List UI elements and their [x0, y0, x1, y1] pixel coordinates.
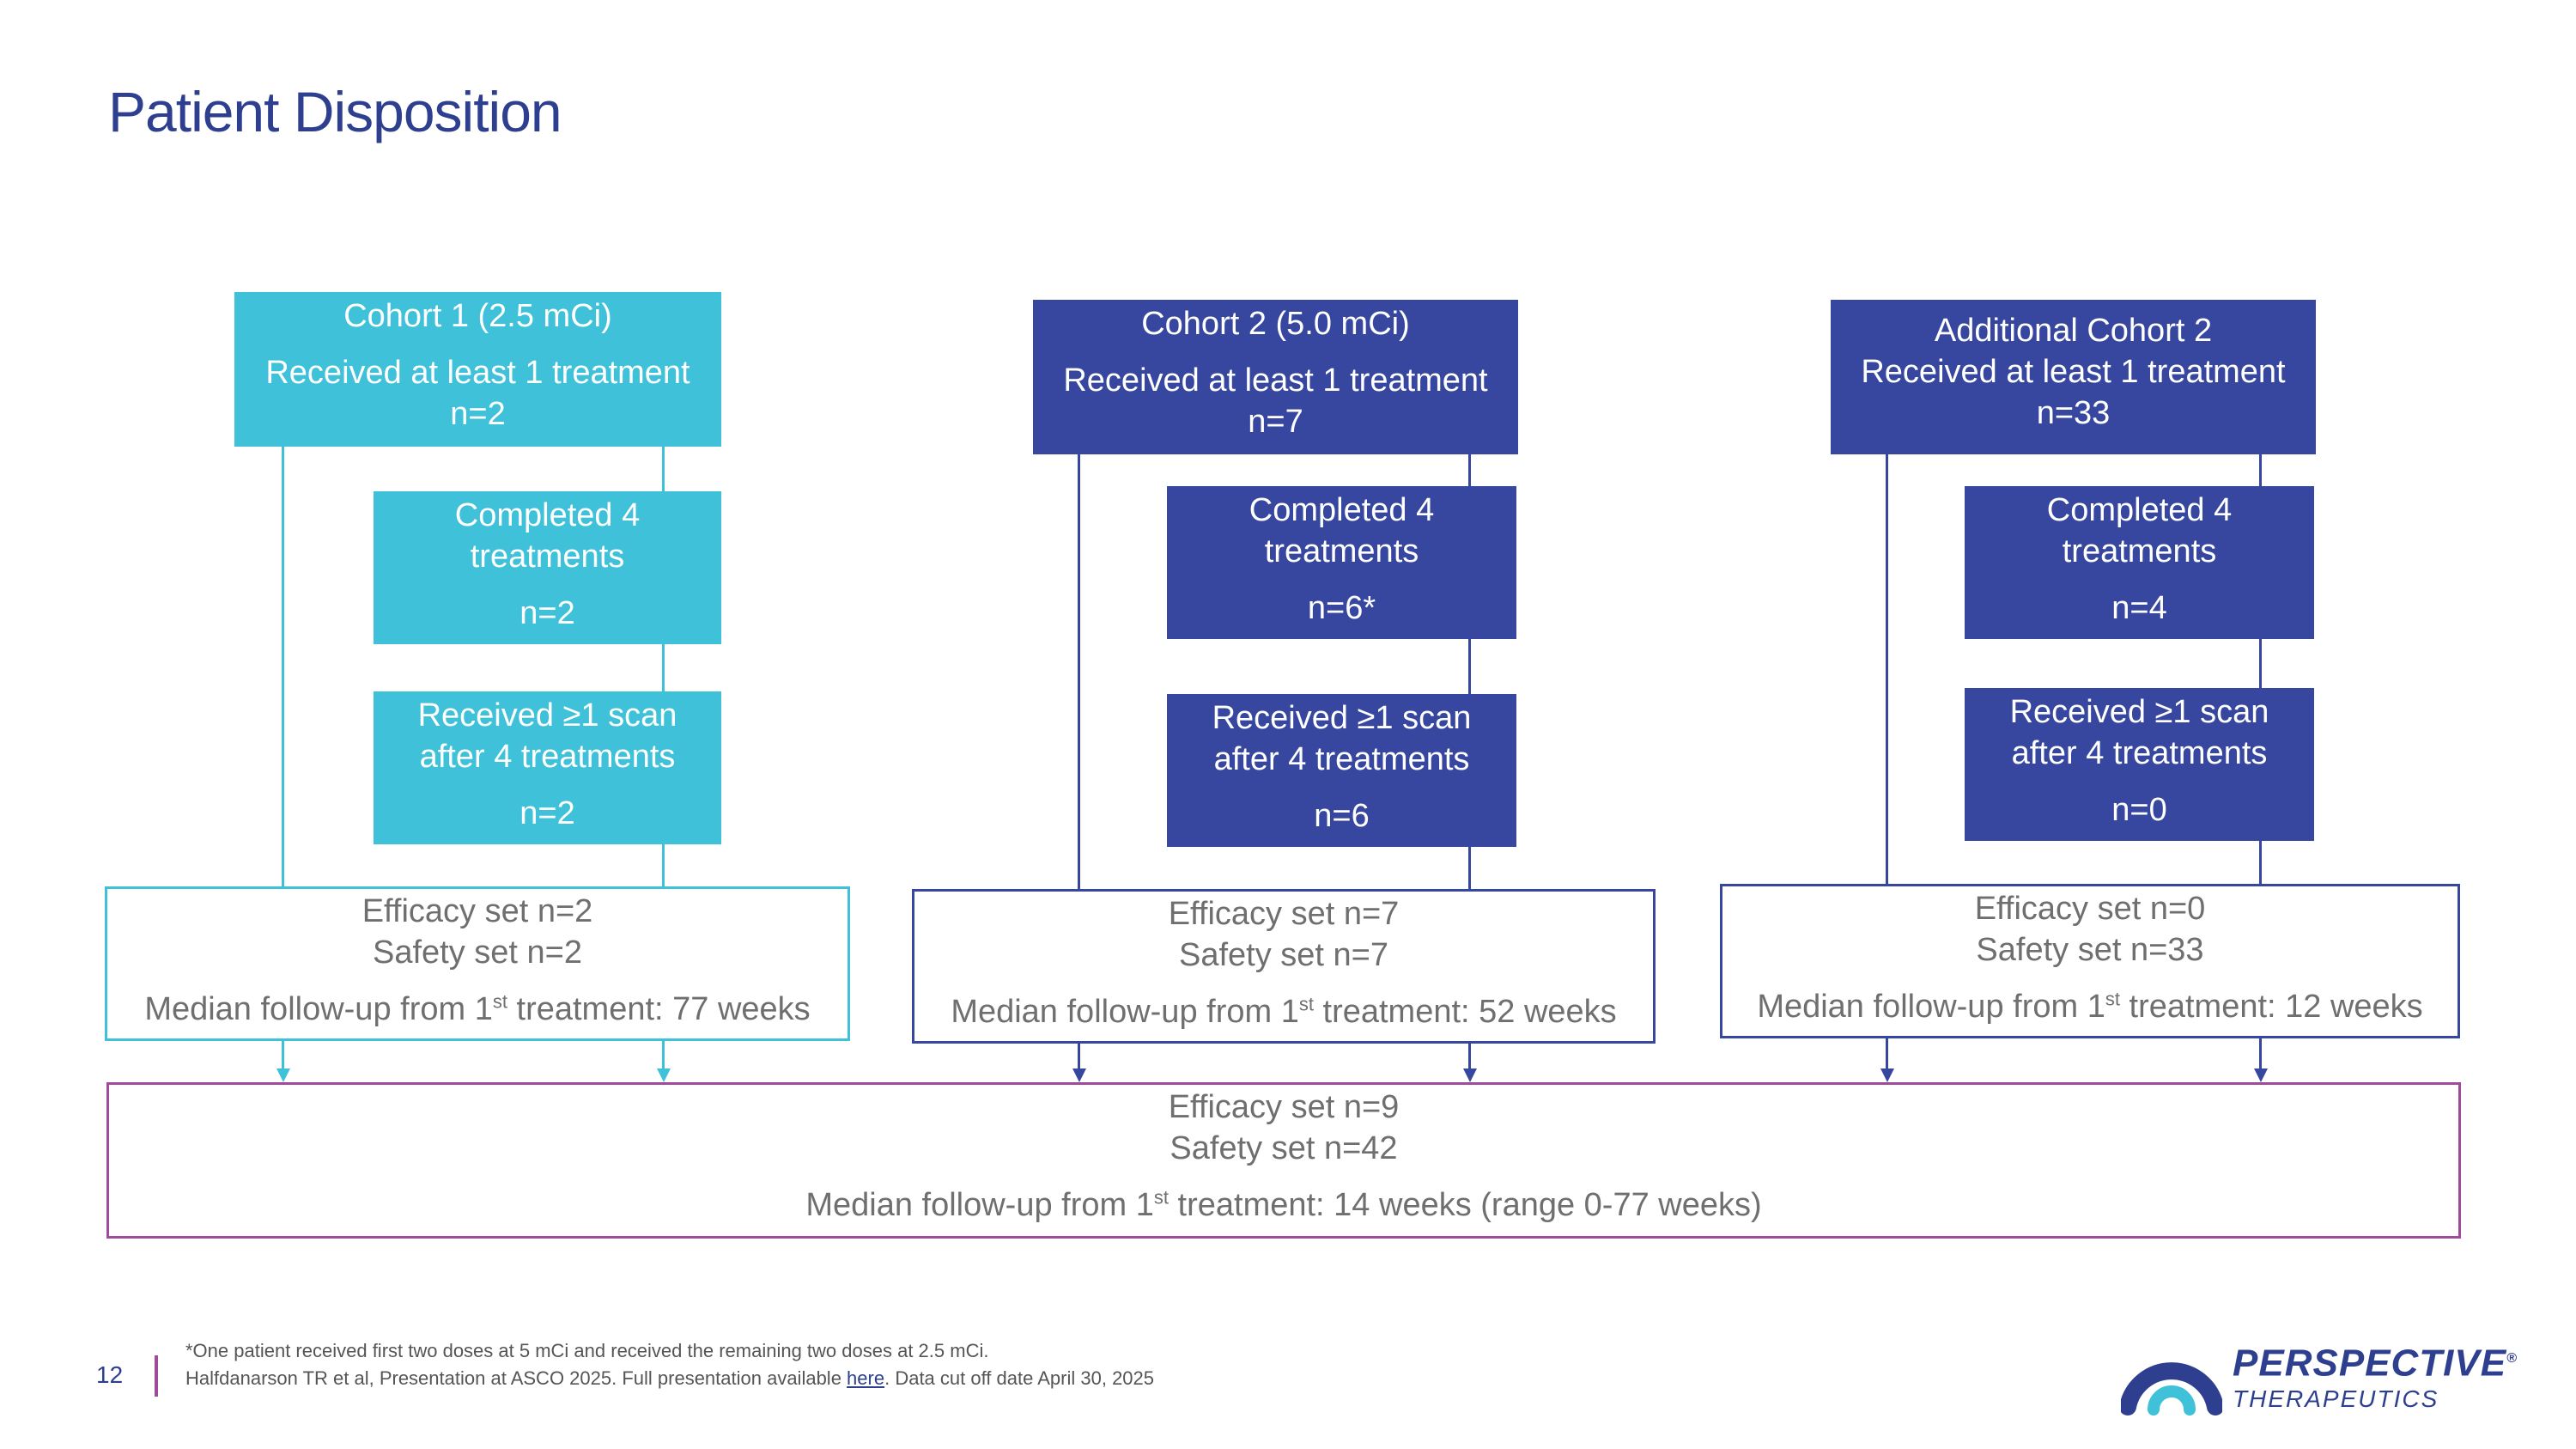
additional-cohort2-completed-n: n=4: [2111, 590, 2167, 626]
additional-cohort2-scan-label-2: after 4 treatments: [2011, 735, 2268, 771]
additional-cohort2-left-connector: [1886, 454, 1888, 884]
cohort2-received-label: Received at least 1 treatment: [1063, 362, 1488, 399]
additional-cohort2-right-down-line: [2259, 1038, 2262, 1074]
cohort2-completed-box: Completed 4 treatments n=6*: [1167, 486, 1516, 639]
page-number: 12: [96, 1361, 124, 1388]
additional-cohort2-right-connector-3: [2259, 841, 2262, 884]
footnote-text: *One patient received first two doses at…: [185, 1340, 989, 1361]
additional-cohort2-right-connector-2: [2259, 639, 2262, 688]
cohort1-completed-label-2: treatments: [470, 539, 625, 575]
cohort2-median-followup: Median follow-up from 1st treatment: 52 …: [951, 993, 1617, 1030]
cohort2-completed-n: n=6*: [1307, 590, 1376, 626]
cohort1-summary-box: Efficacy set n=2 Safety set n=2 Median f…: [105, 886, 850, 1041]
additional-cohort2-header-box: Additional Cohort 2 Received at least 1 …: [1831, 300, 2316, 454]
additional-cohort2-left-arrow-icon: [1880, 1068, 1894, 1082]
additional-cohort2-received-label: Received at least 1 treatment: [1861, 354, 2286, 390]
additional-cohort2-completed-box: Completed 4 treatments n=4: [1965, 486, 2314, 639]
additional-cohort2-scan-label-1: Received ≥1 scan: [2009, 694, 2269, 730]
cohort2-left-connector: [1078, 454, 1080, 889]
footnote-block: *One patient received first two doses at…: [185, 1337, 1154, 1392]
cohort1-safety-set: Safety set n=2: [373, 935, 582, 971]
cohort2-summary-box: Efficacy set n=7 Safety set n=7 Median f…: [912, 889, 1656, 1044]
citation-text: Halfdanarson TR et al, Presentation at A…: [185, 1367, 1155, 1389]
additional-cohort2-scan-n: n=0: [2111, 792, 2167, 828]
total-safety-set: Safety set n=42: [1170, 1130, 1398, 1166]
cohort2-scan-label-2: after 4 treatments: [1213, 741, 1470, 777]
cohort2-left-arrow-icon: [1072, 1068, 1086, 1082]
presentation-link[interactable]: here: [847, 1367, 885, 1389]
cohort1-completed-box: Completed 4 treatments n=2: [374, 491, 721, 644]
cohort1-header-box: Cohort 1 (2.5 mCi) Received at least 1 t…: [234, 292, 721, 447]
cohort2-completed-label-1: Completed 4: [1249, 492, 1435, 528]
cohort2-name: Cohort 2 (5.0 mCi): [1141, 306, 1410, 342]
cohort2-efficacy-set: Efficacy set n=7: [1168, 896, 1400, 932]
logo-name: PERSPECTIVE®: [2233, 1342, 2518, 1385]
cohort2-right-down-line: [1468, 1044, 1471, 1074]
additional-cohort2-right-connector-1: [2259, 454, 2262, 486]
cohort2-scan-label-1: Received ≥1 scan: [1212, 700, 1472, 736]
additional-cohort2-summary-box: Efficacy set n=0 Safety set n=33 Median …: [1720, 884, 2460, 1038]
page-title: Patient Disposition: [108, 80, 562, 143]
cohort1-left-arrow-icon: [276, 1068, 290, 1082]
cohort2-header-box: Cohort 2 (5.0 mCi) Received at least 1 t…: [1033, 300, 1518, 454]
cohort1-received-n: n=2: [450, 396, 506, 432]
cohort1-scan-label-1: Received ≥1 scan: [417, 697, 677, 734]
additional-cohort2-scan-box: Received ≥1 scan after 4 treatments n=0: [1965, 688, 2314, 841]
cohort1-right-down-line: [662, 1041, 665, 1074]
additional-cohort2-left-down-line: [1886, 1038, 1888, 1074]
cohort1-median-followup: Median follow-up from 1st treatment: 77 …: [144, 990, 811, 1027]
additional-cohort2-efficacy-set: Efficacy set n=0: [1974, 891, 2206, 927]
cohort1-right-connector-2: [662, 644, 665, 691]
cohort1-right-connector-1: [662, 447, 665, 491]
total-median-followup: Median follow-up from 1st treatment: 14 …: [805, 1186, 1762, 1223]
cohort2-right-arrow-icon: [1463, 1068, 1477, 1082]
cohort2-left-down-line: [1078, 1044, 1080, 1074]
cohort2-completed-label-2: treatments: [1264, 533, 1419, 569]
cohort1-completed-label-1: Completed 4: [454, 497, 641, 533]
cohort2-right-connector-2: [1468, 639, 1471, 694]
logo-subtitle: THERAPEUTICS: [2233, 1385, 2439, 1412]
additional-cohort2-safety-set: Safety set n=33: [1976, 932, 2204, 968]
cohort1-right-arrow-icon: [657, 1068, 671, 1082]
cohort1-received-label: Received at least 1 treatment: [265, 355, 690, 391]
additional-cohort2-completed-label-2: treatments: [2062, 533, 2217, 569]
cohort2-scan-n: n=6: [1314, 798, 1370, 834]
additional-cohort2-received-n: n=33: [2036, 395, 2111, 431]
logo-mark-icon: [2119, 1325, 2224, 1420]
additional-cohort2-name: Additional Cohort 2: [1934, 313, 2213, 349]
cohort1-efficacy-set: Efficacy set n=2: [361, 893, 593, 929]
cohort1-scan-n: n=2: [519, 795, 575, 831]
additional-cohort2-median-followup: Median follow-up from 1st treatment: 12 …: [1757, 988, 2423, 1025]
cohort1-completed-n: n=2: [519, 595, 575, 631]
cohort2-safety-set: Safety set n=7: [1179, 937, 1388, 973]
cohort2-scan-box: Received ≥1 scan after 4 treatments n=6: [1167, 694, 1516, 847]
cohort1-scan-label-2: after 4 treatments: [419, 739, 676, 775]
total-summary-box: Efficacy set n=9 Safety set n=42 Median …: [106, 1082, 2461, 1239]
cohort1-name: Cohort 1 (2.5 mCi): [343, 298, 612, 334]
footer-divider: [155, 1355, 158, 1397]
cohort1-scan-box: Received ≥1 scan after 4 treatments n=2: [374, 691, 721, 844]
cohort2-right-connector-1: [1468, 454, 1471, 486]
total-efficacy-set: Efficacy set n=9: [1168, 1089, 1400, 1125]
logo: PERSPECTIVE® THERAPEUTICS: [2233, 1336, 2518, 1412]
cohort1-right-connector-3: [662, 844, 665, 886]
cohort1-left-connector: [282, 447, 284, 886]
cohort2-received-n: n=7: [1248, 404, 1303, 440]
additional-cohort2-completed-label-1: Completed 4: [2046, 492, 2233, 528]
cohort2-right-connector-3: [1468, 847, 1471, 889]
additional-cohort2-right-arrow-icon: [2254, 1068, 2268, 1082]
cohort1-left-down-line: [282, 1041, 284, 1074]
